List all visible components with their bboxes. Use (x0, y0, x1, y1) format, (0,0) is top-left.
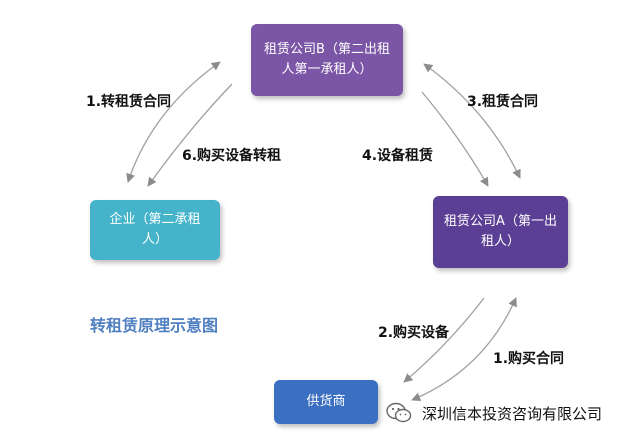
arrow-buy-sublease (147, 83, 233, 187)
wechat-icon (386, 402, 412, 423)
watermark: 深圳信本投资咨询有限公司 (386, 402, 602, 424)
node-company-b: 租赁公司B（第二出租人第一承租人） (251, 24, 403, 96)
arrow-lease-contract (423, 63, 521, 179)
arrow-sublease-contract (126, 61, 221, 183)
label-buy-sublease: 6.购买设备转租 (182, 148, 282, 164)
node-company-a: 租赁公司A（第一出租人） (433, 196, 568, 268)
label-purchase-contract: 1.购买合同 (493, 351, 565, 367)
node-supplier: 供货商 (274, 380, 378, 424)
arrow-equipment-lease (421, 91, 489, 187)
arrow-purchase-contract (411, 297, 517, 402)
label-lease-contract: 3.租赁合同 (467, 94, 539, 110)
diagram-caption: 转租赁原理示意图 (90, 316, 219, 335)
node-enterprise: 企业（第二承租人） (90, 200, 220, 260)
watermark-text: 深圳信本投资咨询有限公司 (422, 404, 603, 423)
label-sublease-contract: 1.转租赁合同 (86, 94, 172, 110)
label-equipment-lease: 4.设备租赁 (362, 148, 434, 164)
label-buy-equipment: 2.购买设备 (378, 325, 450, 341)
